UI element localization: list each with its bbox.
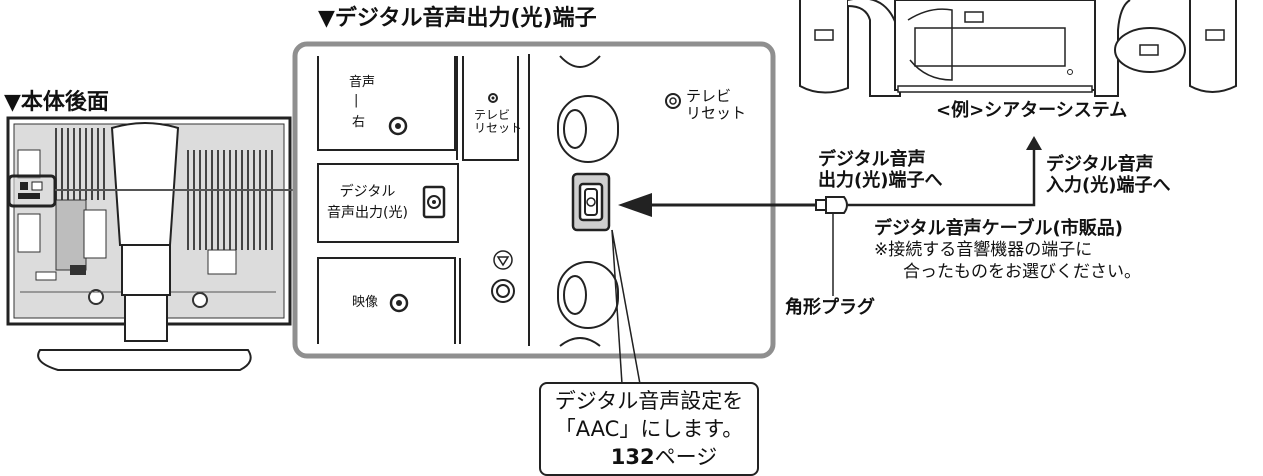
callout-line-1: デジタル音声設定を <box>554 389 744 413</box>
cable-name: デジタル音声ケーブル(市販品) <box>874 218 1124 239</box>
tv-reset-line-1: テレビ <box>474 108 511 122</box>
terminal-section-title: ▼デジタル音声出力(光)端子 <box>318 6 597 31</box>
rear-view-title: ▼本体後面 <box>4 90 109 115</box>
plug-label: 角形プラグ <box>785 297 875 318</box>
digital-out-line-2: 音声出力(光) <box>327 205 408 221</box>
tv-rear-illustration <box>6 116 292 371</box>
optical-cable <box>810 136 1042 296</box>
callout-pointer <box>611 229 641 385</box>
page-suffix: ページ <box>654 445 718 469</box>
insert-arrow <box>618 193 820 217</box>
to-output-line-2: 出力(光)端子へ <box>818 169 943 191</box>
to-output-label: デジタル音声 出力(光)端子へ <box>818 149 943 191</box>
audio-dash: | <box>354 93 359 108</box>
to-output-line-1: デジタル音声 <box>818 149 926 170</box>
tv-reset-label-magnified: テレビ リセット <box>686 88 746 121</box>
audio-right-label: 右 <box>352 115 366 130</box>
tv-reset-label-small: テレビ リセット <box>474 109 522 134</box>
theater-caption: <例>シアターシステム <box>936 100 1128 121</box>
to-input-line-1: デジタル音声 <box>1046 154 1154 175</box>
tv-reset-line-2: リセット <box>474 120 523 135</box>
video-label: 映像 <box>352 295 379 310</box>
cable-note-line-1: ※接続する音響機器の端子に <box>874 240 1093 260</box>
digital-out-label: デジタル 音声出力(光) <box>327 182 408 224</box>
audio-label: 音声 <box>349 75 376 90</box>
magnified-terminal-panel <box>292 41 776 359</box>
callout-line-2: 「AAC」にします。 <box>554 417 744 441</box>
tv-reset-mag-line-1: テレビ <box>686 87 732 105</box>
theater-system-illustration <box>799 0 1237 97</box>
cable-note-line-2: 合ったものをお選びください。 <box>903 262 1141 282</box>
digital-out-line-1: デジタル <box>339 184 396 200</box>
tv-reset-mag-line-2: リセット <box>686 103 747 122</box>
aac-setting-callout: デジタル音声設定を 「AAC」にします。 132ページ <box>539 382 759 476</box>
page-number: 132 <box>610 445 655 469</box>
to-input-label: デジタル音声 入力(光)端子へ <box>1046 154 1171 196</box>
page-reference[interactable]: 132ページ <box>541 445 757 469</box>
to-input-line-2: 入力(光)端子へ <box>1046 174 1171 196</box>
